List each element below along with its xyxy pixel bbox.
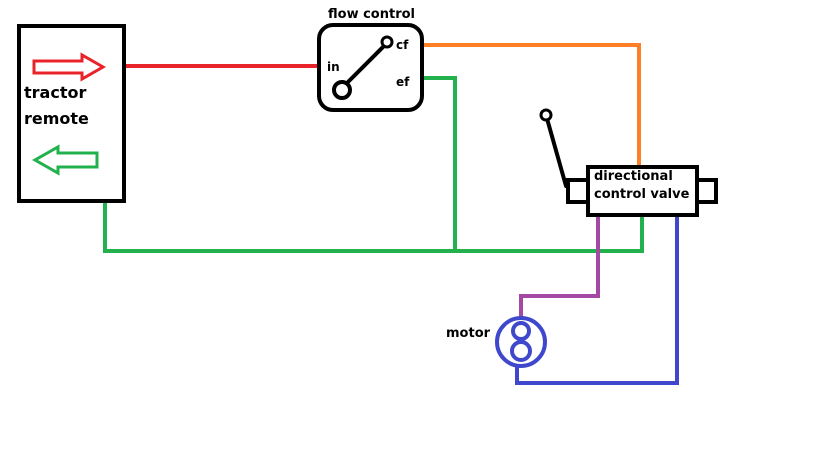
valve-label-line1: directional: [594, 169, 673, 184]
tractor-remote: tractor remote: [17, 24, 126, 203]
motor: motor: [446, 316, 547, 368]
motor-label: motor: [446, 326, 491, 341]
valve-right-end: [695, 178, 718, 204]
excess-flow-return-line: [420, 76, 457, 252]
pressure-out-arrow-icon: [32, 52, 107, 82]
tractor-remote-label-line2: remote: [24, 109, 89, 128]
valve-left-end: [566, 178, 590, 204]
valve-lever-knob: [539, 108, 553, 122]
return-in-arrow-icon: [31, 144, 99, 176]
valve-label-line2: control valve: [594, 187, 690, 202]
motor-line-a: [519, 216, 600, 324]
tractor-remote-box: [17, 24, 126, 203]
flow-control-knob: [380, 35, 394, 49]
port-cf-label: cf: [396, 38, 409, 52]
motor-inner-bottom: [510, 340, 532, 362]
directional-control-valve: directional control valve: [539, 108, 718, 217]
port-ef-label: ef: [396, 75, 410, 89]
tractor-remote-label-line1: tractor: [24, 83, 86, 102]
flow-control-title: flow control: [328, 7, 415, 22]
flow-control-pivot: [332, 80, 352, 100]
motor-inner-top: [511, 321, 531, 341]
flow-control: flow control in cf ef: [317, 7, 424, 112]
valve-body: [586, 165, 699, 217]
port-in-label: in: [327, 60, 340, 74]
controlled-flow-line: [420, 43, 641, 170]
valve-lever: [544, 113, 568, 188]
flow-control-lever: [345, 44, 386, 85]
motor-line-b: [515, 216, 679, 385]
